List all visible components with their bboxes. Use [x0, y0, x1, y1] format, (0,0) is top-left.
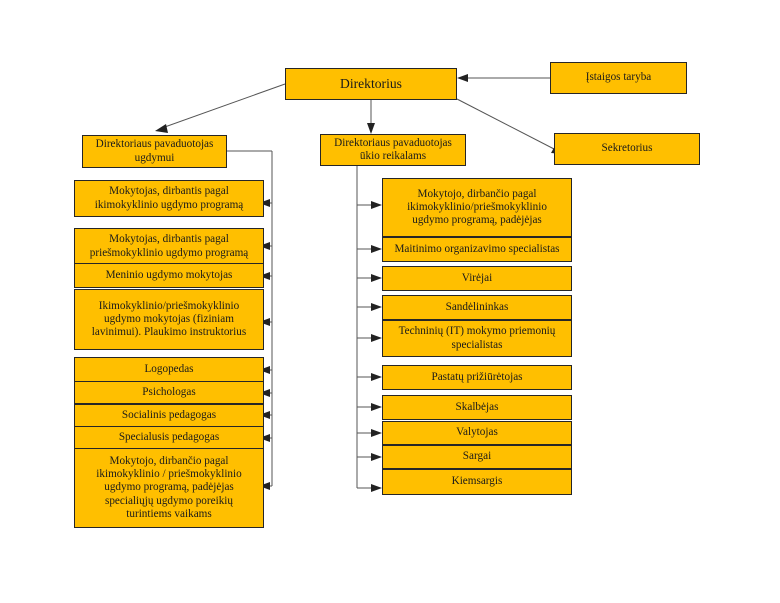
right-item-8[interactable]: Sargai: [382, 445, 572, 469]
right-item-0[interactable]: Mokytojo, dirbančio pagal ikimokyklinio/…: [382, 178, 572, 237]
left-item-1[interactable]: Mokytojas, dirbantis pagal priešmokyklin…: [74, 228, 264, 265]
wire-director-to-secretary: [456, 98, 557, 151]
left-item-3[interactable]: Ikimokyklinio/priešmokyklinio ugdymo mok…: [74, 289, 264, 350]
right-item-3[interactable]: Sandėlininkas: [382, 295, 572, 320]
node-council[interactable]: Įstaigos taryba: [550, 62, 687, 94]
node-deputy-education[interactable]: Direktoriaus pavaduotojas ugdymui: [82, 135, 227, 168]
left-item-6[interactable]: Socialinis pedagogas: [74, 404, 264, 427]
right-item-1[interactable]: Maitinimo organizavimo specialistas: [382, 237, 572, 262]
node-secretary[interactable]: Sekretorius: [554, 133, 700, 165]
right-item-9[interactable]: Kiemsargis: [382, 469, 572, 495]
right-item-5[interactable]: Pastatų prižiūrėtojas: [382, 365, 572, 390]
right-item-2[interactable]: Virėjai: [382, 266, 572, 291]
left-item-4[interactable]: Logopedas: [74, 357, 264, 382]
right-item-4[interactable]: Techninių (IT) mokymo priemonių speciali…: [382, 320, 572, 357]
left-item-5[interactable]: Psichologas: [74, 381, 264, 404]
right-item-6[interactable]: Skalbėjas: [382, 395, 572, 420]
left-item-7[interactable]: Specialusis pedagogas: [74, 426, 264, 449]
node-deputy-economy[interactable]: Direktoriaus pavaduotojas ūkio reikalams: [320, 134, 466, 166]
arrowhead-council-to-director: [457, 74, 468, 82]
arrowhead-director-to-deputy-education: [155, 124, 168, 133]
left-item-0[interactable]: Mokytojas, dirbantis pagal ikimokyklinio…: [74, 180, 264, 217]
wire-director-to-deputy-education: [161, 83, 286, 129]
node-director[interactable]: Direktorius: [285, 68, 457, 100]
left-item-2[interactable]: Meninio ugdymo mokytojas: [74, 263, 264, 288]
right-item-7[interactable]: Valytojas: [382, 421, 572, 445]
arrowhead-director-to-deputy-economy: [367, 123, 375, 134]
left-item-8[interactable]: Mokytojo, dirbančio pagal ikimokyklinio …: [74, 448, 264, 528]
